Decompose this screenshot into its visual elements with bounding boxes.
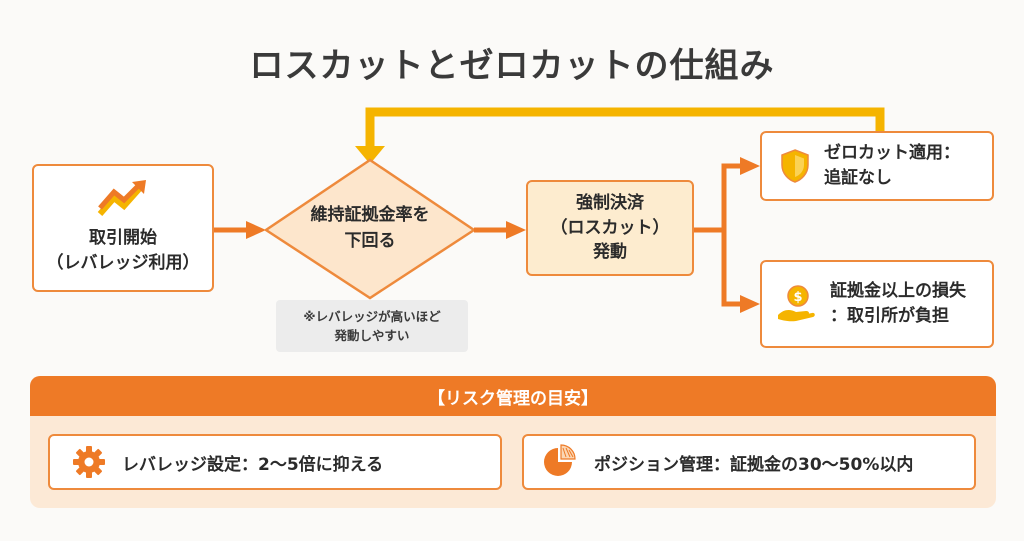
leverage-note: ※レバレッジが高いほど 発動しやすい bbox=[276, 300, 468, 352]
zero-cut-line-2: 追証なし bbox=[824, 168, 892, 188]
decision-line-2: 下回る bbox=[344, 230, 396, 251]
position-management-text: ポジション管理：証拠金の30〜50%以内 bbox=[594, 454, 914, 475]
decision-label: 維持証拠金率を 下回る bbox=[275, 203, 465, 254]
arrow-start-to-decision bbox=[214, 221, 266, 239]
note-line-2: 発動しやすい bbox=[334, 328, 410, 343]
arrow-decision-to-forced bbox=[474, 221, 526, 239]
forced-liquidation-node: 強制決済 （ロスカット） 発動 bbox=[526, 180, 694, 276]
svg-text:$: $ bbox=[793, 290, 802, 305]
start-sublabel: （レバレッジ利用） bbox=[46, 253, 200, 273]
pie-chart-icon bbox=[544, 444, 576, 476]
forced-line-1: 強制決済 bbox=[576, 193, 644, 214]
gear-icon bbox=[73, 446, 105, 478]
loss-line-1: 証拠金以上の損失 bbox=[830, 281, 966, 302]
leverage-setting-text: レバレッジ設定：2〜5倍に抑える bbox=[122, 454, 384, 475]
decision-line-1: 維持証拠金率を bbox=[310, 205, 430, 225]
start-label: 取引開始 bbox=[89, 228, 157, 249]
arrow-forced-to-outcomes bbox=[694, 157, 760, 313]
forced-line-3: 発動 bbox=[593, 242, 627, 263]
coin-hand-icon: $ bbox=[778, 285, 815, 322]
forced-line-2: （ロスカット） bbox=[550, 217, 670, 238]
page-title: ロスカットとゼロカットの仕組み bbox=[249, 46, 775, 86]
shield-icon bbox=[781, 149, 809, 183]
decision-diamond bbox=[263, 158, 477, 300]
start-node: 取引開始 （レバレッジ利用） bbox=[32, 164, 214, 292]
loop-back-arrow bbox=[355, 107, 885, 164]
panel-heading: 【リスク管理の目安】 bbox=[30, 376, 996, 416]
leverage-setting-card: レバレッジ設定：2〜5倍に抑える bbox=[48, 434, 502, 490]
zero-cut-node: ゼロカット適用： 追証なし bbox=[760, 131, 994, 201]
loss-line-2: ：取引所が負担 bbox=[830, 306, 949, 326]
trend-up-icon bbox=[97, 180, 146, 217]
note-line-1: ※レバレッジが高いほど bbox=[303, 308, 441, 324]
position-management-card: ポジション管理：証拠金の30〜50%以内 bbox=[522, 434, 976, 490]
zero-cut-line-1: ゼロカット適用： bbox=[824, 143, 960, 164]
risk-management-panel: 【リスク管理の目安】 レバレッジ設定：2〜5倍に抑える bbox=[30, 376, 996, 508]
loss-borne-node: $ 証拠金以上の損失 ：取引所が負担 bbox=[760, 260, 994, 348]
